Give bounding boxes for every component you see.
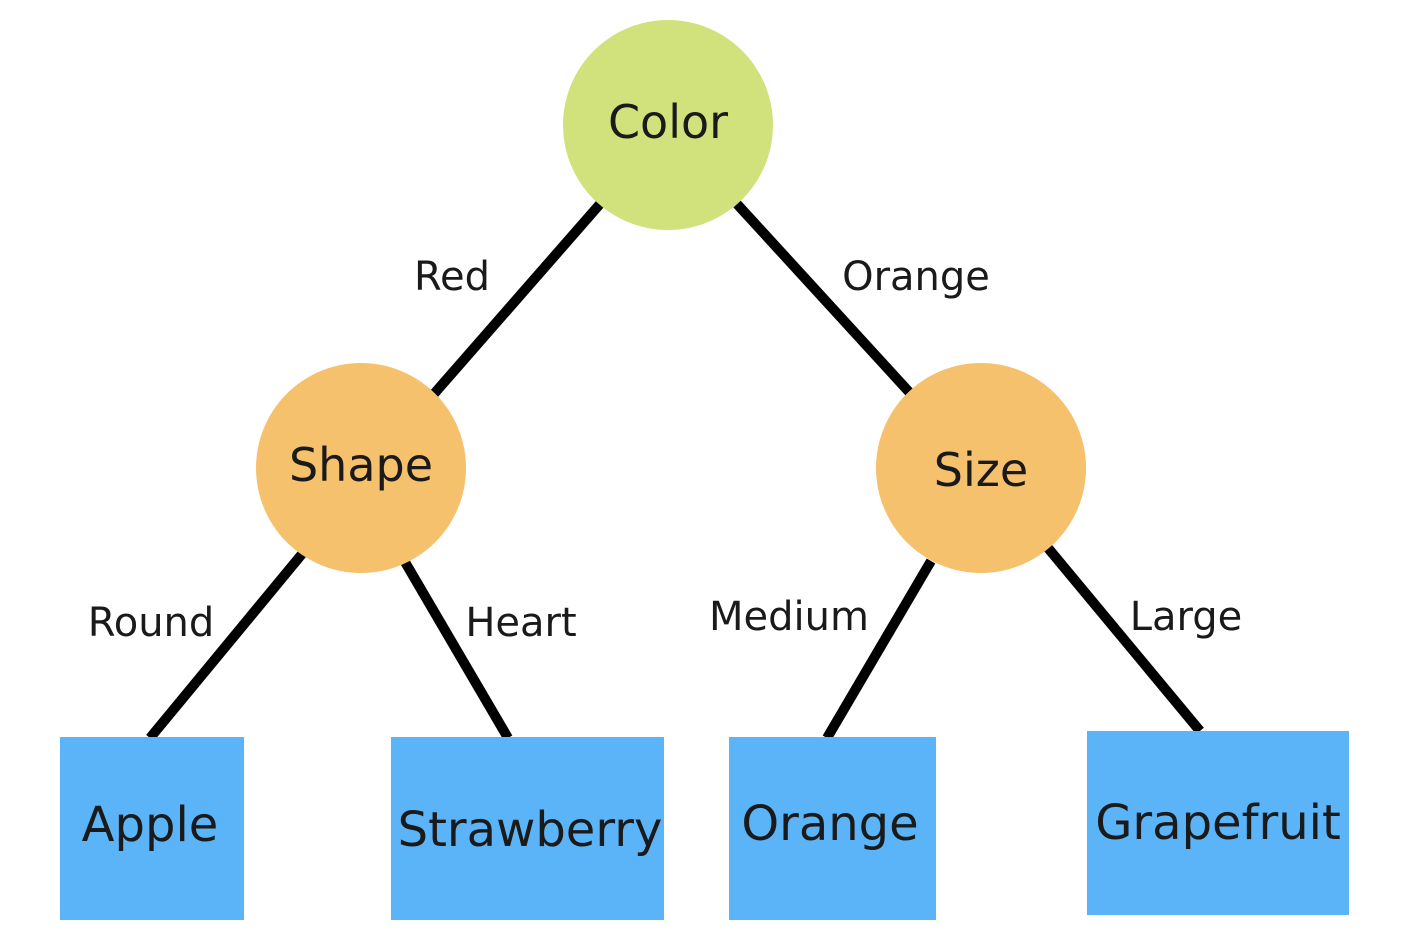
leaf-node-strawberry: Strawberry — [391, 737, 664, 920]
shape-node-circle — [256, 363, 466, 573]
edge-label-orange: Orange — [842, 254, 990, 300]
edge-shape-to-apple — [146, 550, 306, 742]
leaf-node-apple: Apple — [60, 737, 244, 920]
edge-size-to-grapefruit — [1044, 544, 1204, 735]
size-node-circle — [876, 363, 1086, 573]
edge-label-medium: Medium — [709, 594, 869, 640]
edge-labels: Red Orange Round Heart Medium Large — [88, 254, 1243, 646]
root-node: Color — [563, 20, 773, 230]
edge-color-to-shape — [429, 200, 604, 399]
edge-size-to-orange — [822, 558, 936, 741]
root-node-circle — [563, 20, 773, 230]
apple-leaf-box — [60, 737, 244, 920]
decision-node-shape: Shape — [256, 363, 466, 573]
orange-leaf-box — [729, 737, 936, 920]
edge-label-large: Large — [1130, 594, 1243, 640]
decision-node-size: Size — [876, 363, 1086, 573]
size-node-label: Size — [934, 443, 1028, 497]
edge-color-to-size — [733, 200, 914, 397]
edge-shape-to-strawberry — [400, 559, 513, 741]
apple-leaf-label: Apple — [82, 797, 219, 853]
grapefruit-leaf-label: Grapefruit — [1095, 795, 1341, 851]
tree-edges — [146, 200, 1204, 742]
strawberry-leaf-box — [391, 737, 664, 920]
leaf-node-grapefruit: Grapefruit — [1087, 731, 1349, 915]
grapefruit-leaf-box — [1087, 731, 1349, 915]
orange-leaf-label: Orange — [741, 796, 918, 852]
root-node-label: Color — [608, 95, 728, 149]
shape-node-label: Shape — [289, 438, 433, 492]
leaf-node-orange: Orange — [729, 737, 936, 920]
edge-label-heart: Heart — [465, 600, 576, 646]
edge-label-red: Red — [414, 254, 490, 300]
strawberry-leaf-label: Strawberry — [398, 802, 663, 858]
edge-label-round: Round — [88, 600, 215, 646]
